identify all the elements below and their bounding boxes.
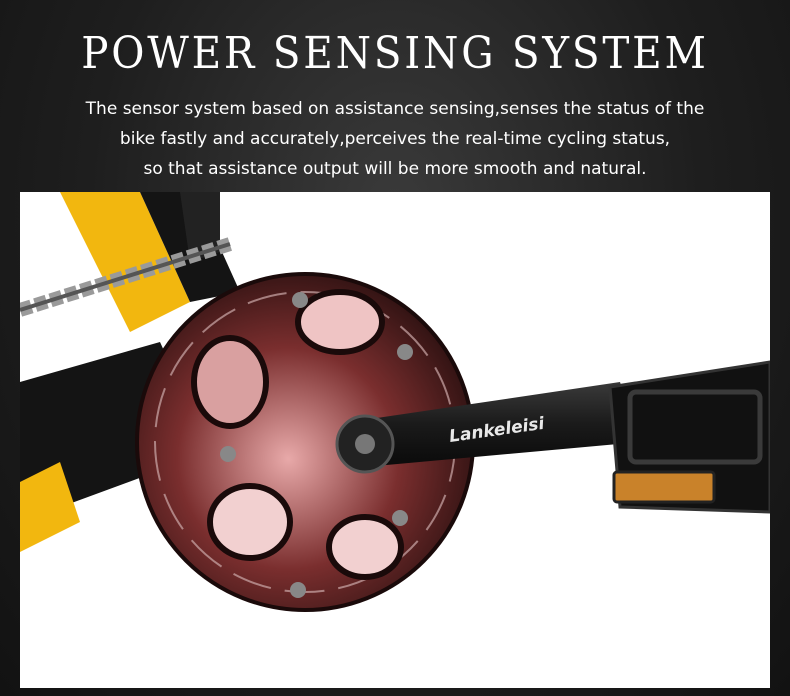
crank-arm: Lankeleisi [335,382,640,474]
description-line-1: The sensor system based on assistance se… [85,99,705,119]
chainring [135,272,475,612]
pedal [608,360,770,514]
pedal-reflector [612,470,716,504]
crankset-photo: Lankeleisi [20,192,770,688]
banner-title: POWER SENSING SYSTEM [81,28,709,79]
bike-chain [20,237,233,317]
description-line-3: so that assistance output will be more s… [143,159,647,179]
crankset-illustration: Lankeleisi [20,192,770,612]
bike-frame [20,192,240,552]
description-line-2: bike fastly and accurately,perceives the… [119,129,671,149]
banner-description: The sensor system based on assistance se… [60,94,730,184]
